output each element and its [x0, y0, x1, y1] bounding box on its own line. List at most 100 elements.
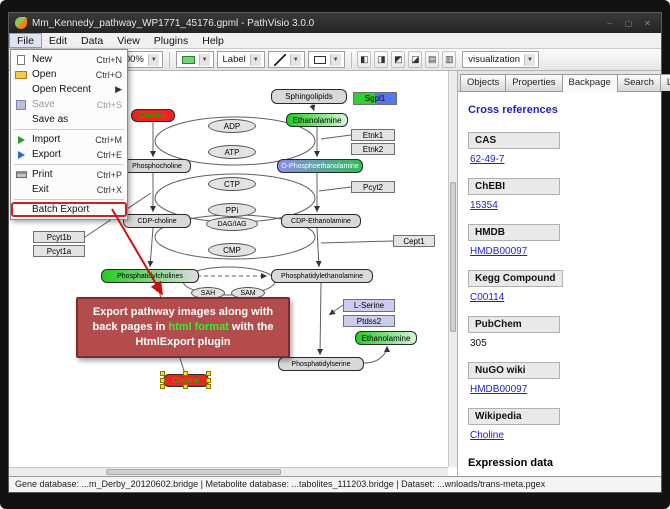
align-top-button[interactable]: ◩: [391, 51, 406, 68]
menu-file[interactable]: File: [9, 33, 42, 48]
open-icon: [15, 70, 27, 79]
xref-link[interactable]: HMDB00097: [470, 384, 528, 395]
pathway-node-ppi[interactable]: PPi: [208, 203, 256, 217]
pathway-node-dag-iag[interactable]: DAG/IAG: [206, 217, 258, 231]
canvas-horizontal-scrollbar[interactable]: [9, 467, 448, 476]
tab-search[interactable]: Search: [616, 74, 661, 91]
file-menu-item-save-as[interactable]: Save as: [11, 112, 127, 127]
shape-tool-icon: [313, 55, 326, 64]
chevron-down-icon: ▼: [524, 53, 535, 66]
tab-legend[interactable]: Legend: [659, 74, 670, 91]
menubar: File Edit Data View Plugins Help: [9, 33, 661, 49]
pathway-node-ctp[interactable]: CTP: [208, 177, 256, 191]
pathway-node-phosphatidylethanolamine[interactable]: Phosphatidylethanolamine: [271, 269, 373, 283]
file-menu-item-batch-export[interactable]: Batch Export: [11, 202, 127, 217]
xref-link[interactable]: Choline: [470, 430, 504, 441]
chevron-down-icon: ▼: [329, 53, 341, 66]
align-right-button[interactable]: ◨: [374, 51, 389, 68]
new-shape-dropdown[interactable]: ▼: [307, 51, 345, 68]
file-menu-item-open-recent[interactable]: Open Recent▶: [11, 82, 127, 97]
chevron-down-icon: ▼: [147, 53, 159, 66]
selection-handle[interactable]: [183, 384, 188, 389]
menu-item-label: Import: [32, 134, 61, 145]
pathway-node-sgpl1[interactable]: Sgpl1: [353, 92, 397, 105]
pathvisio-window: Mm_Kennedy_pathway_WP1771_45176.gpml - P…: [8, 12, 670, 493]
tab-objects[interactable]: Objects: [460, 74, 507, 91]
pathway-node-cdp-choline[interactable]: CDP-choline: [123, 214, 191, 228]
canvas-vertical-scrollbar[interactable]: [448, 71, 457, 467]
chevron-down-icon: ▼: [249, 53, 261, 66]
selection-handle[interactable]: [206, 371, 211, 376]
pathvisio-logo-icon: [15, 17, 27, 29]
visualization-dropdown[interactable]: visualization▼: [462, 51, 539, 68]
selection-handle[interactable]: [160, 377, 165, 383]
align-center-y-button[interactable]: ▥: [442, 51, 457, 68]
menu-edit[interactable]: Edit: [48, 34, 68, 47]
xref-link[interactable]: HMDB00097: [470, 246, 528, 257]
tab-backpage[interactable]: Backpage: [561, 74, 618, 92]
xref-link[interactable]: 15354: [470, 200, 498, 211]
align-bottom-button[interactable]: ◪: [408, 51, 423, 68]
sidebar-tabs: ObjectsPropertiesBackpageSearchLegend: [458, 71, 670, 92]
pathway-node-cept1[interactable]: Cept1: [393, 235, 435, 247]
pathway-node-ethanolamine[interactable]: Ethanolamine: [355, 331, 417, 345]
align-left-button[interactable]: ◧: [357, 51, 372, 68]
xref-source-name: PubChem: [468, 316, 560, 333]
minimize-icon[interactable]: –: [607, 18, 612, 28]
menu-plugins[interactable]: Plugins: [153, 34, 189, 47]
pathway-node-cdp-ethanolamine[interactable]: CDP-Ethanolamine: [281, 214, 361, 228]
xref-link[interactable]: 62-49-7: [470, 154, 505, 165]
selection-handle[interactable]: [160, 371, 165, 376]
pathway-node-o-phosphoethanolamine[interactable]: O-Phosphoethanolamine: [277, 159, 363, 173]
submenu-arrow-icon: ▶: [115, 84, 122, 94]
pathway-node-sphingolipids[interactable]: Sphingolipids: [271, 89, 347, 104]
align-center-x-button[interactable]: ▤: [425, 51, 440, 68]
menu-shortcut: Ctrl+P: [96, 169, 122, 180]
menu-item-label: Batch Export: [32, 204, 90, 215]
selection-handle[interactable]: [206, 377, 211, 383]
import-icon: [17, 135, 25, 144]
pathway-node-adp[interactable]: ADP: [208, 119, 256, 133]
pathway-node-choline[interactable]: Choline: [131, 109, 175, 122]
pathway-node-ethanolamine[interactable]: Ethanolamine: [286, 113, 348, 127]
callout-text: with the HtmlExport plugin: [135, 320, 274, 348]
new-datanode-dropdown[interactable]: ▼: [175, 51, 214, 68]
pathway-node-atp[interactable]: ATP: [208, 145, 256, 159]
new-line-dropdown[interactable]: ▼: [267, 51, 305, 68]
pathway-node-cmp[interactable]: CMP: [208, 243, 256, 257]
new-label-dropdown[interactable]: Label▼: [216, 51, 265, 68]
pathway-node-pcyt1a[interactable]: Pcyt1a: [33, 245, 85, 257]
pathway-node-ptdss2[interactable]: Ptdss2: [343, 315, 395, 327]
menu-data[interactable]: Data: [81, 34, 104, 47]
xref-source-name: HMDB: [468, 224, 560, 241]
pathway-node-pcyt1b[interactable]: Pcyt1b: [33, 231, 85, 243]
tab-properties[interactable]: Properties: [505, 74, 563, 91]
pathway-node-etnk2[interactable]: Etnk2: [351, 143, 395, 155]
selection-handle[interactable]: [206, 384, 211, 389]
pathway-node-phosphatidylcholines[interactable]: Phosphatidylcholines: [101, 269, 199, 283]
pathway-node-phosphocholine[interactable]: Phosphocholine: [123, 159, 191, 173]
menu-view[interactable]: View: [117, 34, 140, 47]
selection-handle[interactable]: [183, 371, 188, 376]
pathway-node-pcyt2[interactable]: Pcyt2: [351, 181, 395, 193]
vertical-scroll-thumb[interactable]: [450, 181, 456, 333]
menu-item-label: Print: [32, 169, 53, 180]
menu-help[interactable]: Help: [202, 34, 224, 47]
horizontal-scroll-thumb[interactable]: [105, 469, 282, 475]
pathway-node-phosphatidylserine[interactable]: Phosphatidylserine: [278, 357, 364, 371]
close-icon[interactable]: ✕: [644, 18, 651, 28]
pathway-node-l-serine[interactable]: L-Serine: [343, 299, 395, 312]
pathway-node-etnk1[interactable]: Etnk1: [351, 129, 395, 141]
maximize-icon[interactable]: ▢: [624, 18, 633, 28]
xref-link[interactable]: C00114: [470, 292, 505, 303]
file-menu-item-print[interactable]: Print Ctrl+P: [11, 167, 127, 182]
selection-handle[interactable]: [160, 384, 165, 389]
